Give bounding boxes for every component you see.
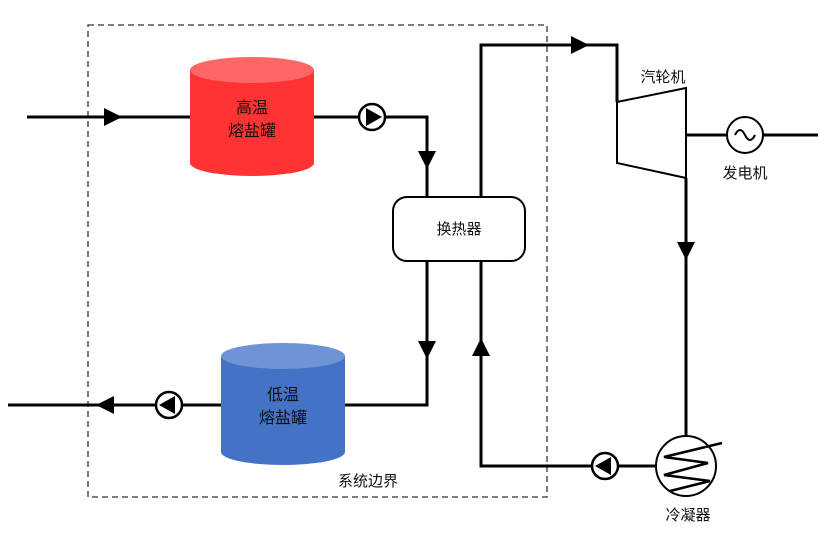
heat-exchanger-box	[392, 196, 526, 262]
generator-label: 发电机	[722, 164, 767, 182]
hot-salt-pump-icon	[357, 102, 387, 132]
generator: 发电机	[722, 116, 768, 182]
hot-salt-down-arrow	[418, 151, 436, 169]
hot-tank-body	[190, 70, 314, 176]
steam-line	[479, 43, 619, 197]
ac-wave-icon	[734, 129, 756, 141]
hot-inlet-arrow	[104, 108, 122, 126]
steam-arrow	[571, 36, 589, 54]
turbine-icon	[616, 86, 687, 180]
hot-salt-line	[313, 115, 429, 197]
turbine: 汽轮机	[616, 68, 687, 180]
cold-outlet-arrow	[96, 396, 114, 414]
heat-exchanger-label: 换热器	[436, 220, 481, 238]
cold-tank-label-line1: 低温	[267, 385, 299, 404]
cold-salt-pump-icon	[154, 390, 184, 420]
cold-tank-body	[221, 356, 345, 465]
condensate-line	[479, 261, 657, 468]
turbine-label: 汽轮机	[640, 68, 685, 86]
hot-salt-tank: 高温 熔盐罐	[190, 57, 314, 176]
feedwater-pump-icon	[590, 451, 620, 481]
hot-tank-label-line2: 熔盐罐	[228, 121, 276, 140]
system-boundary-label: 系统边界	[338, 472, 398, 490]
cold-tank-top	[221, 343, 345, 369]
cold-tank-label-line2: 熔盐罐	[259, 408, 307, 427]
condenser-coil-icon	[663, 441, 723, 493]
hot-tank-label-line1: 高温	[236, 98, 268, 117]
cold-salt-tank: 低温 熔盐罐	[221, 343, 345, 465]
condenser-label: 冷凝器	[665, 506, 710, 524]
hot-tank-top	[190, 57, 314, 83]
cold-salt-line	[343, 261, 429, 407]
cold-salt-down-arrow	[418, 341, 436, 359]
condensate-up-arrow	[472, 338, 490, 356]
condenser: 冷凝器	[655, 435, 723, 524]
system-boundary	[87, 24, 548, 498]
heat-exchanger: 换热器	[392, 196, 526, 262]
exhaust-arrow	[677, 242, 695, 260]
